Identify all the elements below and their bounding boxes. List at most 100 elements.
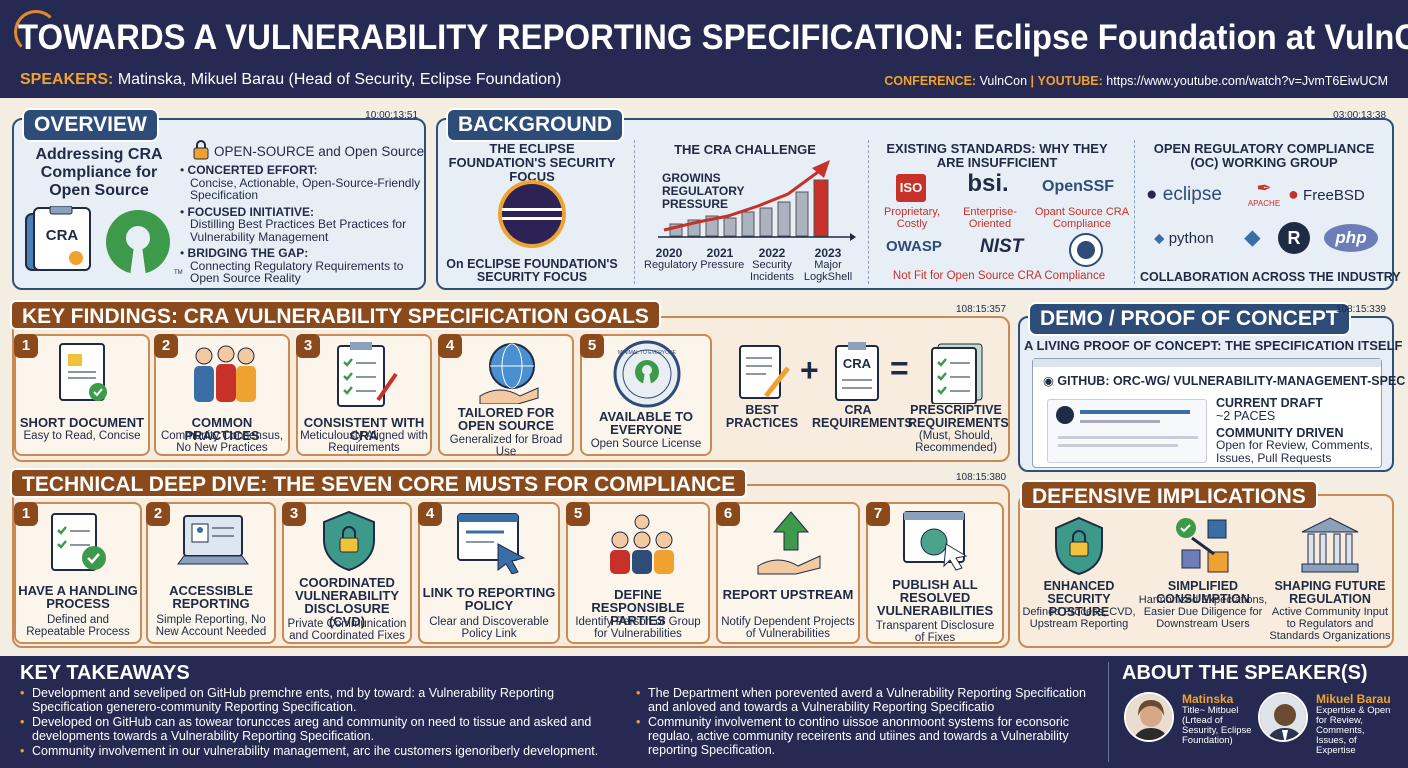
background-timestamp: 03:00:13:38	[1333, 110, 1386, 121]
overview-bullet: • FOCUSED INITIATIVE:Distilling Best Pra…	[180, 204, 407, 244]
list-item: Development and seveliped on GitHub prem…	[20, 686, 620, 714]
finding-card: 1 SHORT DOCUMENT Easy to Read, Concise	[14, 334, 150, 456]
github-avatar-icon	[1056, 406, 1074, 424]
speaker-name: Mikuel Barau	[1316, 692, 1391, 706]
openssf-caption: Opant Source CRA Compliance	[1034, 206, 1130, 230]
repo-preview	[1047, 399, 1207, 463]
open-source-logo-icon	[106, 210, 170, 276]
demo-timestamp: 108:15:339	[1335, 304, 1386, 315]
rust-logo: R	[1278, 222, 1310, 254]
divider	[1108, 662, 1109, 762]
list-item: Community involvement in our vulnerabili…	[20, 744, 620, 758]
eclipse-focus-caption: On ECLIPSE FOUNDATION'S SECURITY FOCUS	[446, 257, 618, 284]
pressure-chart-icon	[658, 160, 856, 241]
card-number: 7	[866, 502, 890, 526]
publish-screen-icon	[903, 511, 968, 571]
footer: KEY TAKEAWAYS Development and seveliped …	[0, 656, 1408, 768]
cra-pressure-text: GROWINS REGULATORY PRESSURE	[662, 171, 745, 211]
equals-sign: =	[890, 350, 909, 386]
must-card: 5 DEFINE RESPONSIBLE PARTIES Identify Pe…	[566, 502, 710, 644]
list-item: Developed on GitHub can as towear torunc…	[20, 715, 620, 743]
eclipse-logo-icon	[498, 180, 566, 248]
community-title: COMMUNITY DRIVEN	[1216, 426, 1344, 440]
divider	[1134, 140, 1135, 284]
eclipse-focus-title: THE ECLIPSE FOUNDATION'S SECURITY FOCUS	[448, 141, 616, 184]
card-text: Community Consensus, No New Practices	[160, 430, 284, 454]
card-title: SHORT DOCUMENT	[19, 415, 145, 430]
year-item: 2021	[706, 246, 734, 260]
card-number: 2	[146, 502, 170, 526]
speakers-line: SPEAKERS: Matinska, Mikuel Barau (Head o…	[20, 71, 561, 89]
upload-hand-icon	[757, 511, 821, 575]
prescriptive-label: PRESCRIPTIVE REQUIREMENTS	[908, 403, 1009, 430]
card-number: 5	[580, 334, 604, 358]
card-text: Notify Dependent Projects of Vulnerabili…	[721, 616, 855, 640]
divider	[634, 140, 635, 284]
defensive-title: SHAPING FUTURE REGULATION	[1274, 579, 1386, 606]
defensive-title: ENHANCED SECURITY POSTURE	[1043, 579, 1115, 619]
document-check-icon	[59, 343, 107, 401]
background-label: BACKGROUND	[446, 108, 624, 142]
oc-title: OPEN REGULATORY COMPLIANCE (OC) WORKING …	[1153, 141, 1375, 170]
youtube-link[interactable]: https://www.youtube.com/watch?v=JvmT6Eiw…	[1106, 74, 1388, 88]
globe-hand-icon	[479, 343, 539, 404]
card-number: 5	[566, 502, 590, 526]
card-number: 2	[154, 334, 178, 358]
card-title: REPORT UPSTREAM	[722, 587, 854, 602]
php-logo: php	[1324, 224, 1378, 252]
finding-card: 3 CONSISTENT WITH CRA Meticulously Align…	[296, 334, 432, 456]
defensive-text: Harmonized Expectations, Easier Due Dili…	[1138, 594, 1268, 630]
must-card: 2 ACCESSIBLE REPORTING Simple Reporting,…	[146, 502, 276, 644]
repo-link[interactable]: ◉ GITHUB: ORC-WG/ VULNERABILITY-MANAGEME…	[1043, 374, 1406, 388]
draft-title: CURRENT DRAFT	[1216, 396, 1323, 410]
avatar	[1258, 692, 1308, 742]
browser-window: ◉ GITHUB: ORC-WG/ VULNERABILITY-MANAGEME…	[1032, 358, 1405, 468]
open-source-text: OPEN-SOURCE and Open Source	[214, 144, 425, 159]
trademark-mark: TM	[174, 270, 183, 276]
cra-clipboard-text: CRA	[842, 356, 872, 371]
speakers-label: ABOUT THE SPEAKER(S)	[1122, 662, 1368, 684]
laptop-form-icon	[177, 515, 249, 565]
card-number: 1	[14, 334, 38, 358]
demo-label: DEMO / PROOF OF CONCEPT	[1028, 302, 1351, 336]
defensive-text: Active Community Input to Regulators and…	[1269, 606, 1391, 642]
card-title: COMMON PRACTICES	[184, 415, 260, 443]
card-title: HAVE A HANDLING PROCESS	[18, 583, 138, 611]
overview-bullets: • CONCERTED EFFORT:Concise, Actionable, …	[180, 164, 424, 285]
bsi-caption: Enterprise-Oriented	[963, 206, 1017, 230]
conference-line: CONFERENCE: VulnCon | YOUTUBE: https://w…	[884, 74, 1388, 88]
takeaways-right-list: The Department when porevented averd a V…	[636, 686, 1086, 758]
overview-timestamp: 10:00:13:51	[365, 110, 418, 121]
owasp-logo: OWASP	[886, 238, 942, 255]
standards-verdict: Not Fit for Open Source CRA Compliance	[892, 270, 1106, 282]
list-item: Community involvement to contino uissoe …	[636, 715, 1086, 757]
must-card: 6 REPORT UPSTREAM Notify Dependent Proje…	[716, 502, 860, 644]
deep-dive-timestamp: 108:15:380	[956, 472, 1007, 483]
apache-logo: ✒APACHE	[1247, 178, 1281, 208]
demo-panel: DEMO / PROOF OF CONCEPT 108:15:339 A LIV…	[1018, 302, 1405, 472]
overview-bullet: • CONCERTED EFFORT:Concise, Actionable, …	[180, 163, 421, 202]
conference-label: CONFERENCE:	[884, 74, 977, 88]
card-text: Clear and Discoverable Policy Link	[429, 616, 549, 640]
must-card: 7 PUBLISH ALL RESOLVED VULNERABILITIES T…	[866, 502, 1004, 644]
prescriptive-sub: (Must, Should, Recommended)	[915, 430, 997, 454]
card-number: 1	[14, 502, 38, 526]
avatar	[1124, 692, 1174, 742]
card-title: COORDINATED VULNERABILITY DISCLOSURE (CV…	[295, 575, 399, 629]
cra-requirements-label: CRA REQUIREMENTS	[812, 403, 913, 430]
nist-logo: NIST	[980, 236, 1024, 257]
lock-icon	[193, 140, 209, 160]
overview-label: OVERVIEW	[22, 108, 159, 142]
card-text: Open Source License	[590, 438, 702, 450]
must-card: 3 COORDINATED VULNERABILITY DISCLOSURE (…	[282, 502, 412, 644]
card-title: AVAILABLE TO EVERYONE	[599, 409, 693, 437]
must-card: 1 HAVE A HANDLING PROCESS Defined and Re…	[14, 502, 142, 644]
cra-document-icon: CRA	[25, 206, 91, 271]
shield-lock-icon	[323, 510, 375, 572]
card-number: 4	[418, 502, 442, 526]
oc-caption: COLLABORATION ACROSS THE INDUSTRY	[1140, 270, 1401, 284]
security-shield-icon	[1055, 516, 1103, 576]
government-building-icon	[1301, 517, 1359, 573]
speaker-bio: Title~ Mitbuel (Lrtead of Sesurity, Ecli…	[1182, 705, 1252, 746]
